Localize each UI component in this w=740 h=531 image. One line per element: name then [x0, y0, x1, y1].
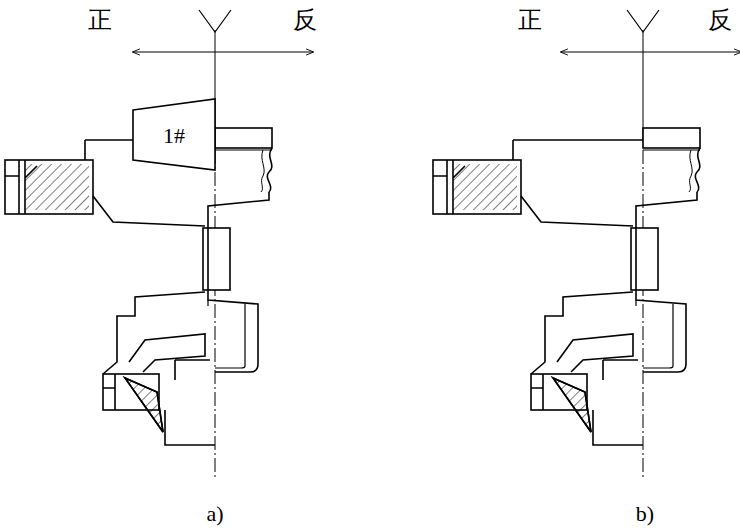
panel-a	[5, 10, 313, 480]
figure-label: b)	[636, 503, 654, 525]
direction-label: 反	[293, 8, 317, 32]
top-edge	[85, 139, 133, 141]
top-edge	[513, 139, 643, 141]
direction-label: 正	[88, 8, 112, 32]
panel-b	[433, 10, 740, 480]
tool-number: 1#	[163, 125, 185, 147]
tool-1	[133, 99, 215, 170]
direction-label: 正	[518, 8, 542, 32]
direction-label: 反	[708, 8, 732, 32]
figure-label: a)	[206, 503, 223, 525]
